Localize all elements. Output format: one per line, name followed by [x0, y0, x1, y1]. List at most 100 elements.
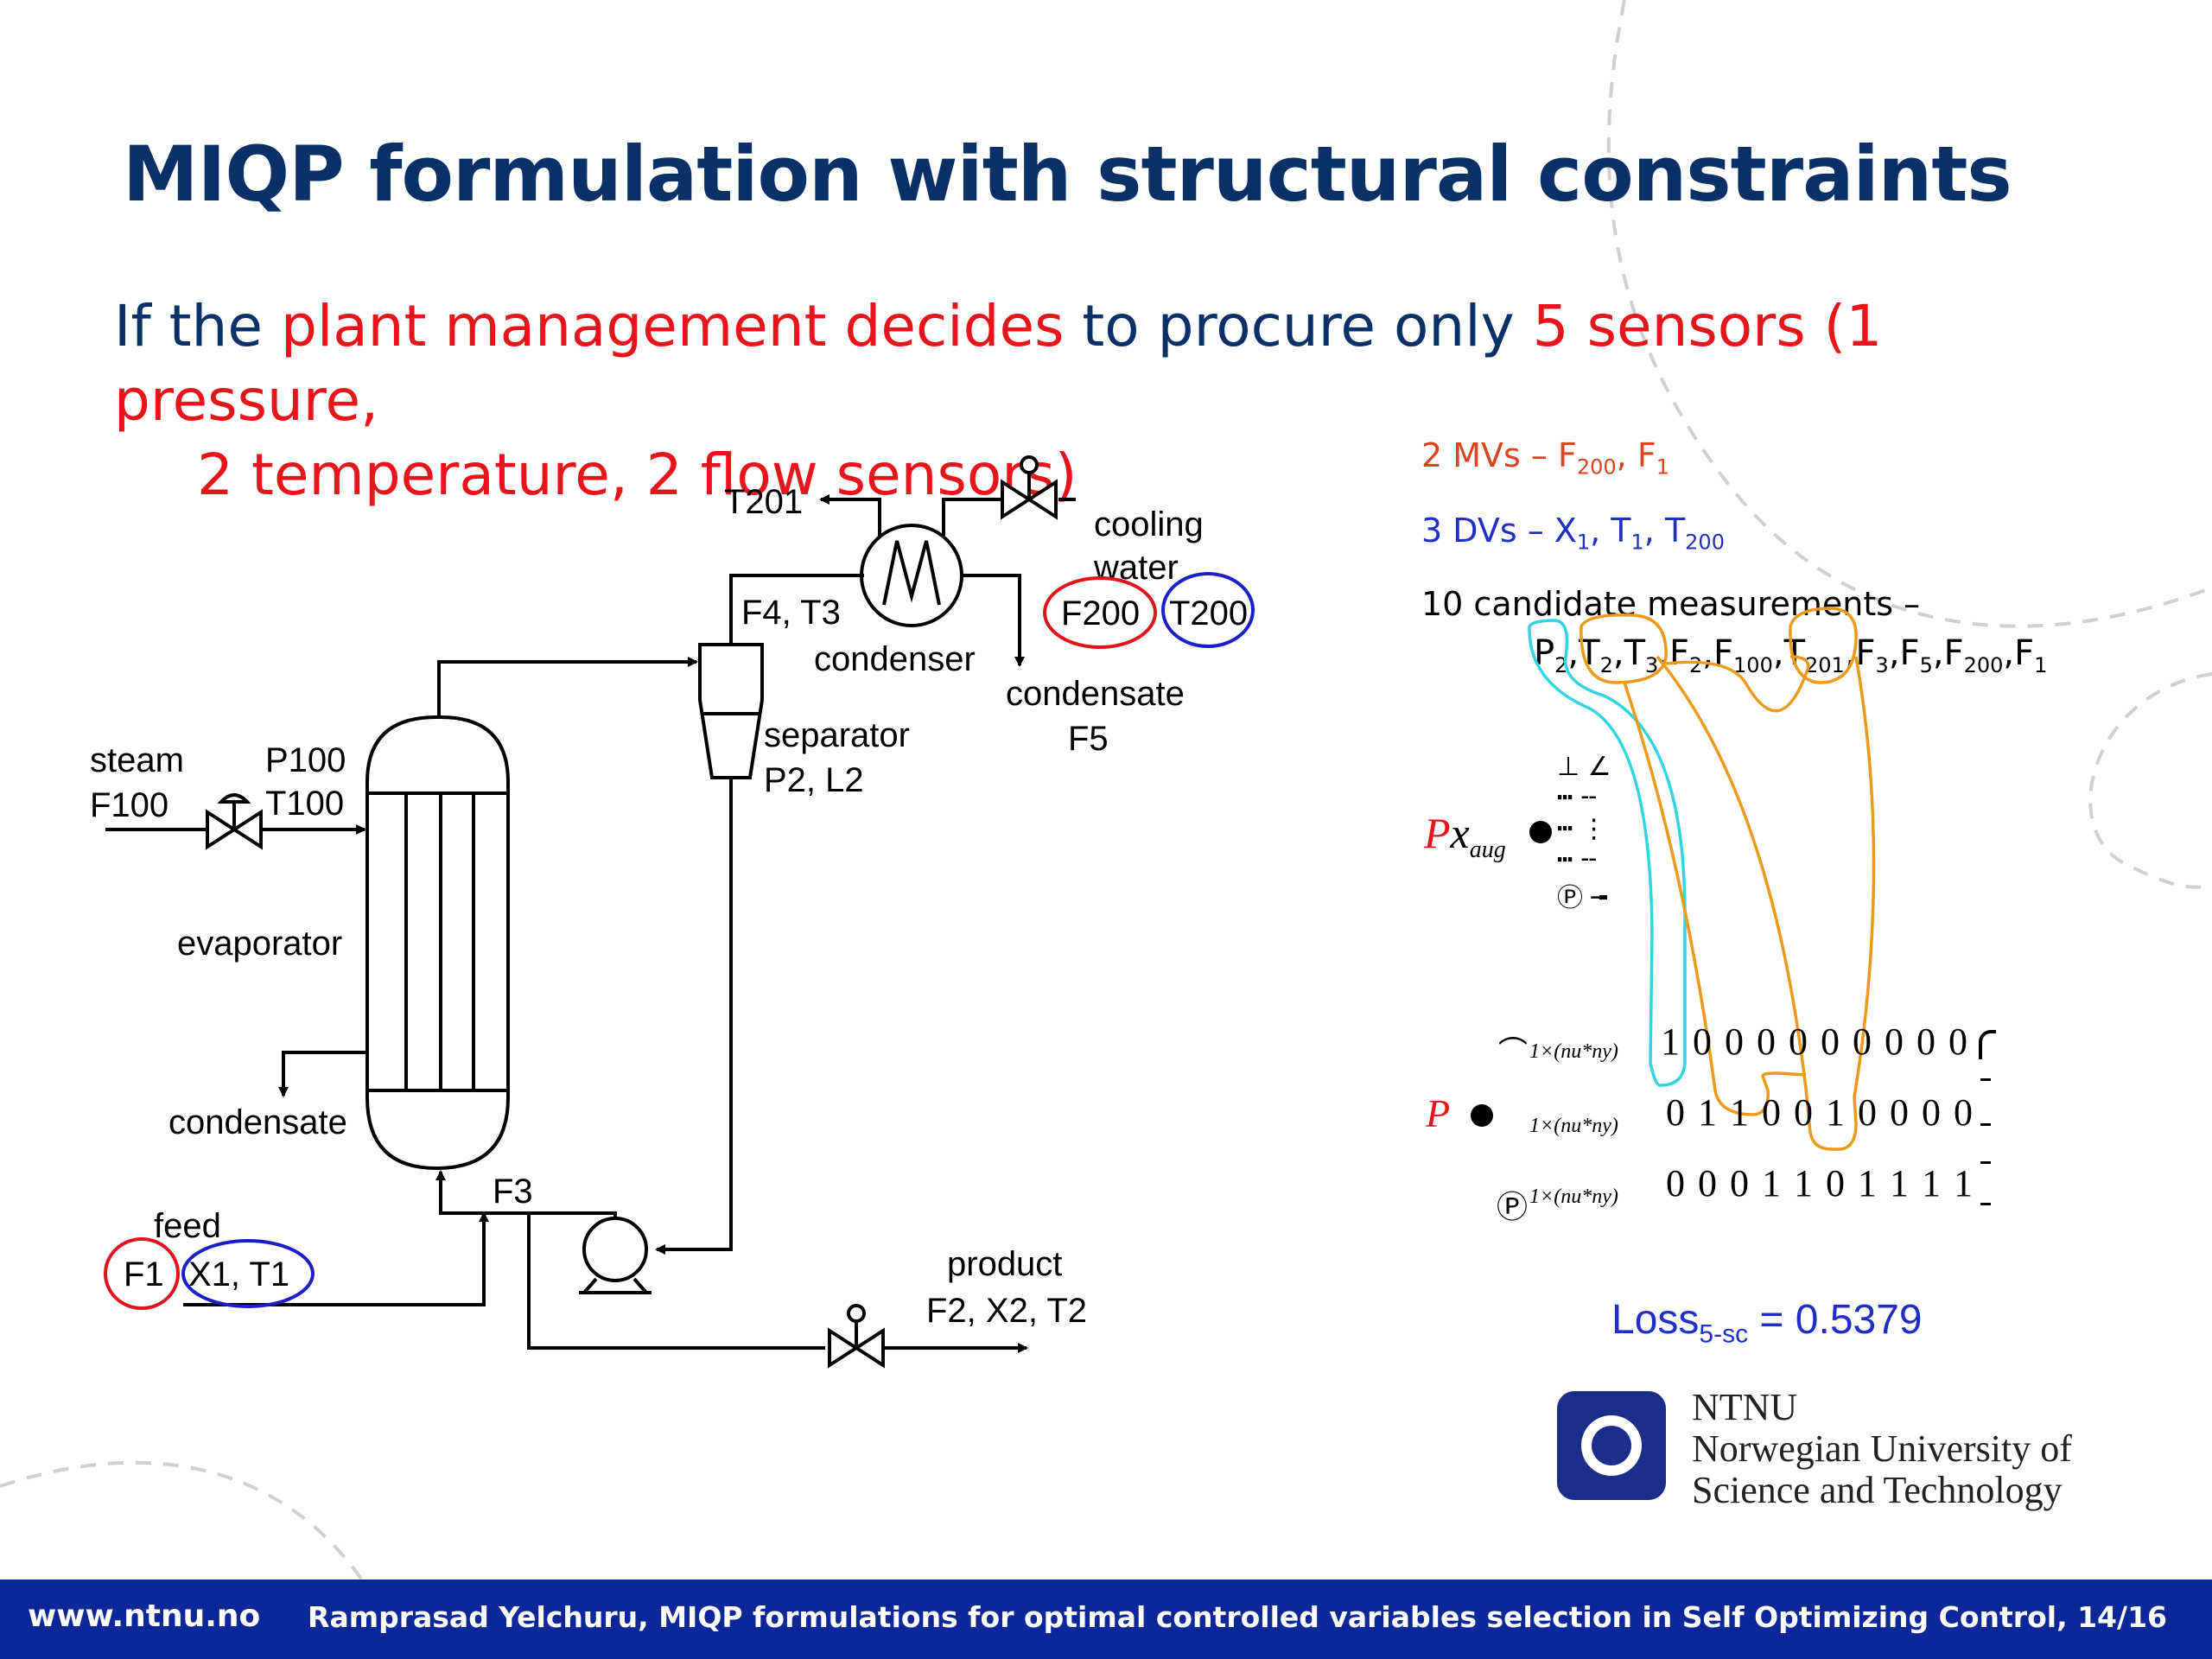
bullet-dot [1529, 821, 1552, 843]
measurement-subscript: 100 [1733, 653, 1773, 677]
measurement-separator: , [1888, 633, 1900, 673]
selected-sensor-ring-f200 [1043, 576, 1157, 649]
diagram-label: steam [90, 741, 184, 779]
condenser-coil [882, 540, 941, 606]
intro-text: If the plant management decides to procu… [114, 289, 2136, 512]
measurement-separator: , [1567, 633, 1580, 673]
diagram-label: T200 [1169, 594, 1248, 632]
bullet-dot [1471, 1104, 1493, 1127]
intro-emphasis: plant management decides [280, 293, 1065, 359]
matrix-row-1: 1 0 0 0 0 0 0 0 0 0 [1661, 1020, 1969, 1063]
condensate-f5-line [961, 574, 1025, 667]
highlight-link [1623, 682, 1807, 1116]
diagram-label: condensate [1006, 675, 1185, 713]
deco-arc [1606, 0, 2212, 628]
symbol-glyph: ┅ ⋮ [1557, 814, 1607, 844]
measurement-subscript: 201 [1805, 653, 1845, 677]
symbol-glyph: Ⓟ ╼ [1557, 883, 1607, 913]
brace-icon: ⌒ [1498, 1035, 1528, 1070]
measurement-item: F100 [1713, 633, 1773, 677]
ntnu-logo-text: NTNU Norwegian University of Science and… [1692, 1387, 2072, 1511]
diagram-label: condenser [814, 640, 976, 678]
eq-symbol: x [1450, 809, 1470, 857]
diagram-label: F4, T3 [741, 594, 841, 632]
matrix-row-2: 0 1 1 0 0 1 0 0 0 0 [1666, 1091, 1974, 1134]
bracket-icon [1980, 1078, 1991, 1081]
bracket-icon [1979, 1030, 1996, 1059]
equation-lhs-2: P [1426, 1091, 1451, 1135]
measurement-subscript: 2 [1599, 653, 1613, 677]
vapor-line [437, 657, 698, 717]
cooling-valve-actuator [1020, 455, 1039, 474]
row-subscript: 1×(nu*ny) [1529, 1185, 1618, 1208]
cooling-water-line [942, 498, 1002, 536]
recycle-line [655, 778, 733, 1255]
mv-line: 2 MVs – F200, F1 [1421, 436, 1669, 480]
logo-center [1592, 1426, 1631, 1465]
candidates-heading: 10 candidate measurements – [1421, 585, 1921, 623]
measurement-item: F1 [2014, 633, 2048, 677]
intro-part: to procure only [1064, 293, 1533, 359]
diagram-label: F5 [1068, 720, 1109, 758]
measurement-subscript: 3 [1875, 653, 1889, 677]
dv-subscript: 200 [1685, 530, 1725, 555]
highlight-link [1656, 655, 1876, 1151]
bracket-icon [1980, 1123, 1991, 1126]
vapor-to-condenser [729, 574, 864, 645]
dv-line: 3 DVs – X1, T1, T200 [1421, 512, 1725, 555]
measurement-item: F3 [1855, 633, 1889, 677]
product-valve-actuator [847, 1304, 866, 1323]
diagram-label: T201 [724, 483, 803, 521]
dv-text: , T [1643, 512, 1686, 550]
dv-subscript: 1 [1630, 530, 1644, 555]
mv-subscript: 200 [1576, 454, 1617, 480]
eq-subscript: aug [1469, 836, 1506, 863]
dv-text: , T [1590, 512, 1631, 550]
disturbance-ring-t200 [1161, 572, 1255, 648]
deco-arc [2088, 672, 2212, 892]
diagram-label: water [1093, 549, 1179, 587]
intro-emphasis: 5 sensors (1 pressure, [114, 293, 1883, 434]
diagram-label: cooling [1094, 505, 1204, 543]
logo-line: NTNU [1692, 1386, 1798, 1428]
dv-text: 3 DVs – X [1421, 512, 1577, 550]
measurement-item: T3 [1624, 633, 1659, 677]
t201-line [819, 494, 881, 536]
equation-lhs: Pxaug [1424, 808, 1506, 864]
measurement-list: P2,T2,T3,F2,F100,T201,F3,F5,F200,F1 [1534, 633, 2047, 677]
measurement-item: F5 [1899, 633, 1933, 677]
diagram-label: feed [154, 1207, 221, 1245]
mv-text: , F [1616, 436, 1656, 474]
loss-subscript: 5-sc [1699, 1319, 1749, 1349]
measurement-item: F200 [1943, 633, 2004, 677]
measurement-subscript: 2 [1689, 653, 1703, 677]
loss-value: Loss5-sc = 0.5379 [1611, 1296, 1923, 1350]
diagram-label: product [947, 1245, 1062, 1283]
diagram-label: separator [764, 716, 910, 754]
mv-subscript: 1 [1656, 454, 1669, 480]
slide-title: MIQP formulation with structural constra… [123, 130, 2012, 219]
diagram-label: condensate [168, 1103, 347, 1141]
evaporator-vessel [365, 715, 510, 1171]
diagram-label: P2, L2 [764, 761, 864, 799]
diagram-label: F3 [493, 1173, 533, 1211]
highlight-t2 [1580, 613, 1668, 684]
measurement-subscript: 5 [1919, 653, 1933, 677]
pump-stand [632, 1277, 648, 1294]
eq-symbol: P [1424, 809, 1451, 857]
footer-credit: Ramprasad Yelchuru, MIQP formulations fo… [308, 1600, 2167, 1634]
footer-url[interactable]: www.ntnu.no [28, 1599, 261, 1634]
disturbance-ring-x1t1 [181, 1239, 315, 1308]
symbol-glyph: ⊥ ∠ [1557, 752, 1611, 782]
measurement-separator: , [1932, 633, 1944, 673]
diagram-label: T100 [265, 785, 344, 823]
mv-text: 2 MVs – F [1421, 436, 1577, 474]
circled-p-icon: Ⓟ [1497, 1190, 1529, 1225]
logo-line: Norwegian University of [1692, 1427, 2072, 1470]
row-subscript: 1×(nu*ny) [1529, 1115, 1618, 1137]
matrix-row-3: 0 0 0 1 1 0 1 1 1 1 [1666, 1162, 1974, 1205]
measurement-item: T201 [1783, 633, 1845, 677]
